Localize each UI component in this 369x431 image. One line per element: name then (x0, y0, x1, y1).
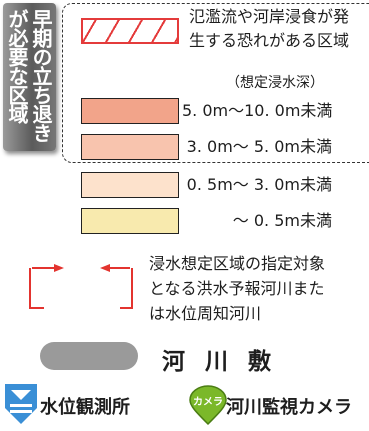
riverbed-swatch (40, 342, 138, 370)
water-level-station-icon (5, 384, 37, 424)
early-evacuation-frame (62, 3, 369, 163)
depth-label-5-10: 5. 0m～10. 0m未満 (182, 101, 333, 120)
designated-river-bracket-icon (29, 264, 133, 309)
designated-river-label-3: は水位周知河川 (149, 304, 262, 323)
riverbed-label: 河 川 敷 (162, 349, 278, 375)
water-level-station-label: 水位観測所 (40, 397, 130, 418)
early-evacuation-text-2: が必要な区域 (5, 9, 29, 123)
designated-river-label-2: となる洪水予報河川また (149, 279, 325, 298)
overflow-zone-label-2: 生する恐れがある区域 (189, 31, 350, 50)
depth-label-0-05: ～ 0. 5m未満 (232, 211, 332, 230)
depth-swatch-5-10 (81, 98, 179, 124)
overflow-zone-label-1: 氾濫流や河岸浸食が発 (189, 7, 350, 26)
depth-label-3-5: 3. 0m～ 5. 0m未満 (186, 137, 332, 156)
early-evacuation-tag: 早期の立ち退き が必要な区域 (3, 3, 56, 151)
depth-swatch-0-05 (81, 208, 179, 234)
depth-label-05-3: 0. 5m～ 3. 0m未満 (186, 175, 332, 194)
camera-marker-text: カメラ (193, 396, 223, 408)
camera-marker-icon: カメラ (189, 385, 227, 426)
overflow-zone-swatch (81, 18, 179, 44)
depth-swatch-05-3 (81, 172, 179, 198)
designated-river-label-1: 浸水想定区域の指定対象 (149, 254, 326, 273)
river-camera-label: 河川監視カメラ (226, 397, 352, 418)
depth-swatch-3-5 (81, 134, 179, 160)
depth-header: （想定浸水深） (226, 75, 324, 91)
early-evacuation-text-1: 早期の立ち退き (29, 9, 53, 142)
